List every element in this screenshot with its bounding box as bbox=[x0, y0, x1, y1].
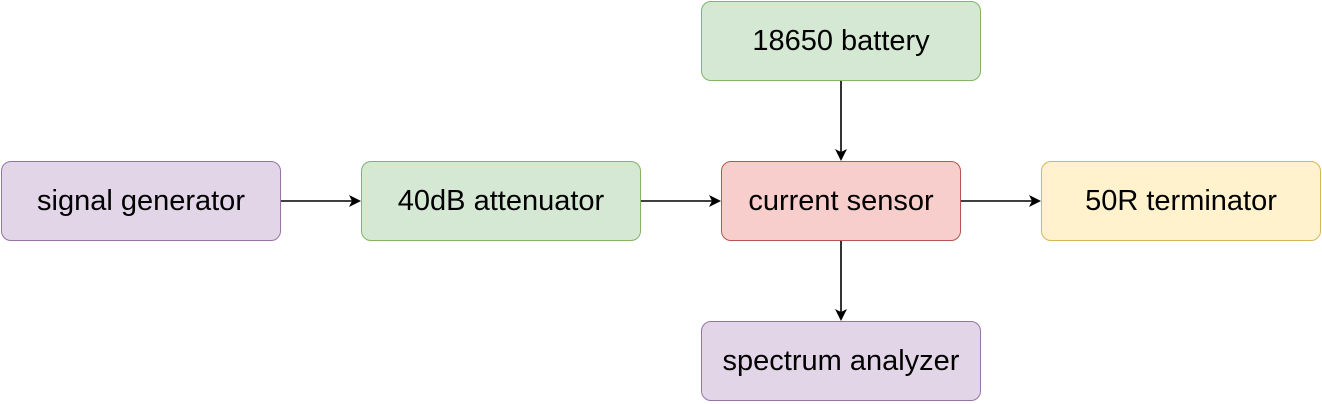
node-50r-terminator: 50R terminator bbox=[1041, 161, 1321, 241]
node-label: signal generator bbox=[37, 184, 245, 217]
node-signal-generator: signal generator bbox=[1, 161, 281, 241]
node-18650-battery: 18650 battery bbox=[701, 1, 981, 81]
node-label: current sensor bbox=[748, 184, 934, 217]
node-spectrum-analyzer: spectrum analyzer bbox=[701, 321, 981, 401]
node-label: spectrum analyzer bbox=[722, 344, 960, 377]
node-40db-attenuator: 40dB attenuator bbox=[361, 161, 641, 241]
node-label: 40dB attenuator bbox=[397, 184, 605, 217]
node-label: 18650 battery bbox=[752, 24, 930, 57]
node-current-sensor: current sensor bbox=[721, 161, 961, 241]
node-label: 50R terminator bbox=[1085, 184, 1277, 217]
